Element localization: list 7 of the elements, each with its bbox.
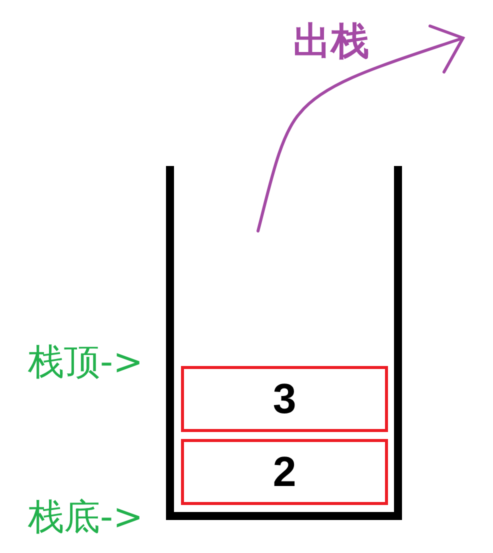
element-value: 3 — [272, 378, 296, 420]
bottom-pointer-label: 栈底-> — [28, 500, 144, 536]
stack-element — [181, 366, 388, 432]
top-pointer-label: 栈顶-> — [28, 345, 144, 381]
stack-element — [181, 439, 388, 505]
element-value: 2 — [272, 451, 296, 493]
arrow-label: 出栈 — [293, 22, 369, 60]
